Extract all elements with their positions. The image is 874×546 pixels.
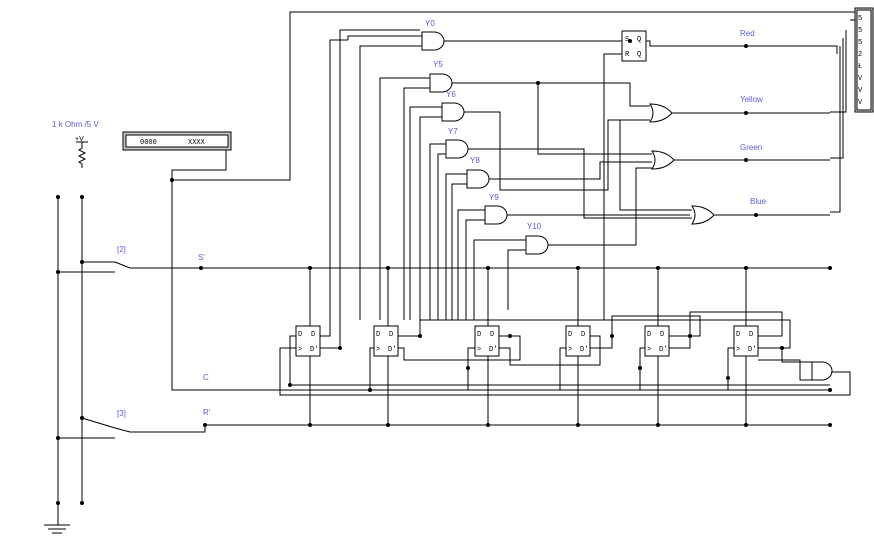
svg-text:Y8: Y8 (470, 156, 480, 165)
svg-text:>: > (647, 346, 651, 354)
pullup-resistor[interactable]: 1 k Ohm /5 V +V (52, 120, 99, 168)
svg-text:Y6: Y6 (446, 90, 456, 99)
svg-text:[2]: [2] (117, 245, 126, 254)
svg-text:V: V (858, 75, 863, 83)
svg-text:>: > (298, 346, 302, 354)
flipflop-2[interactable]: D D > D' (373, 268, 399, 425)
svg-text:5: 5 (858, 15, 862, 23)
or-gate-yellow[interactable] (649, 103, 830, 123)
output-labels: Red Yellow Green Blue (536, 29, 767, 217)
and-gate-y8[interactable]: Y8 (445, 156, 652, 320)
flipflop-5[interactable]: D D > D' (644, 268, 670, 425)
svg-text:Yellow: Yellow (740, 95, 763, 104)
or-gate-green[interactable] (537, 83, 830, 170)
svg-text:Q: Q (637, 51, 641, 59)
svg-text:Y5: Y5 (433, 60, 443, 69)
svg-text:D': D' (659, 346, 667, 354)
svg-text:D': D' (489, 346, 497, 354)
svg-text:D: D (749, 331, 753, 339)
output-connector[interactable]: 5 5 5 2 Ł V V V (830, 7, 874, 213)
svg-text:Y10: Y10 (527, 222, 542, 231)
svg-text:D': D' (388, 346, 396, 354)
flipflop-3[interactable]: D D > D' (474, 268, 500, 425)
svg-text:D: D (736, 331, 740, 339)
flipflop-1[interactable]: D D > D' (295, 268, 321, 425)
switch-3[interactable]: [3] (58, 409, 206, 439)
svg-text:Q: Q (637, 36, 641, 44)
reset-and-gate[interactable] (811, 361, 833, 381)
supply-rail (44, 195, 84, 534)
svg-text:XXXX: XXXX (188, 139, 206, 147)
svg-text:Green: Green (740, 143, 762, 152)
svg-text:>: > (376, 346, 380, 354)
svg-text:D': D' (748, 346, 756, 354)
svg-text:S: S (625, 36, 629, 44)
and-gate-y6[interactable]: Y6 (409, 90, 650, 320)
svg-text:D': D' (580, 346, 588, 354)
svg-text:D: D (477, 331, 481, 339)
svg-text:D: D (660, 331, 664, 339)
and-gate-y9[interactable]: Y9 (457, 193, 690, 320)
svg-text:D: D (376, 331, 380, 339)
svg-text:D: D (647, 331, 651, 339)
svg-text:5: 5 (858, 39, 862, 47)
and-gate-y7[interactable]: Y7 (429, 127, 480, 320)
svg-text:C: C (203, 373, 209, 382)
counter-display: 0000 XXXX (122, 131, 232, 180)
svg-text:S': S' (198, 253, 205, 262)
or-gate-blue[interactable] (480, 120, 830, 225)
svg-text:0000: 0000 (140, 139, 157, 147)
switch-2[interactable]: [2] (58, 245, 200, 273)
svg-text:D: D (311, 331, 315, 339)
svg-text:D: D (581, 331, 585, 339)
and-gate-y0[interactable]: Y0 (347, 19, 622, 320)
svg-text:Y0: Y0 (425, 19, 435, 28)
svg-text:V: V (858, 99, 863, 107)
svg-text:D: D (389, 331, 393, 339)
svg-text:D: D (490, 331, 494, 339)
top-wires (171, 11, 855, 391)
svg-text:Y7: Y7 (448, 127, 458, 136)
svg-text:5: 5 (858, 27, 862, 35)
svg-text:Red: Red (740, 29, 755, 38)
svg-text:D': D' (310, 346, 318, 354)
sr-flipflop-red[interactable]: S Q R Q (603, 30, 830, 320)
flipflop-6[interactable]: D D > D' (733, 268, 759, 425)
svg-text:R': R' (203, 408, 211, 417)
flipflop-wiring (279, 29, 851, 396)
svg-text:R: R (625, 51, 630, 59)
svg-text:+V: +V (75, 136, 84, 143)
and-gate-y10[interactable]: Y10 (473, 167, 652, 320)
svg-text:Y9: Y9 (489, 193, 499, 202)
svg-text:1 k Ohm /5 V: 1 k Ohm /5 V (52, 120, 99, 129)
svg-text:V: V (858, 87, 863, 95)
svg-text:D: D (568, 331, 572, 339)
svg-text:Blue: Blue (750, 197, 767, 206)
and-gate-y5[interactable]: Y5 (379, 60, 650, 320)
flipflop-4[interactable]: D D > D' (565, 268, 591, 425)
svg-text:D: D (298, 331, 302, 339)
svg-text:>: > (568, 346, 572, 354)
svg-text:[3]: [3] (117, 409, 126, 418)
svg-text:2: 2 (858, 51, 862, 59)
svg-text:>: > (736, 346, 740, 354)
svg-text:>: > (477, 346, 481, 354)
svg-text:Ł: Ł (858, 63, 862, 71)
